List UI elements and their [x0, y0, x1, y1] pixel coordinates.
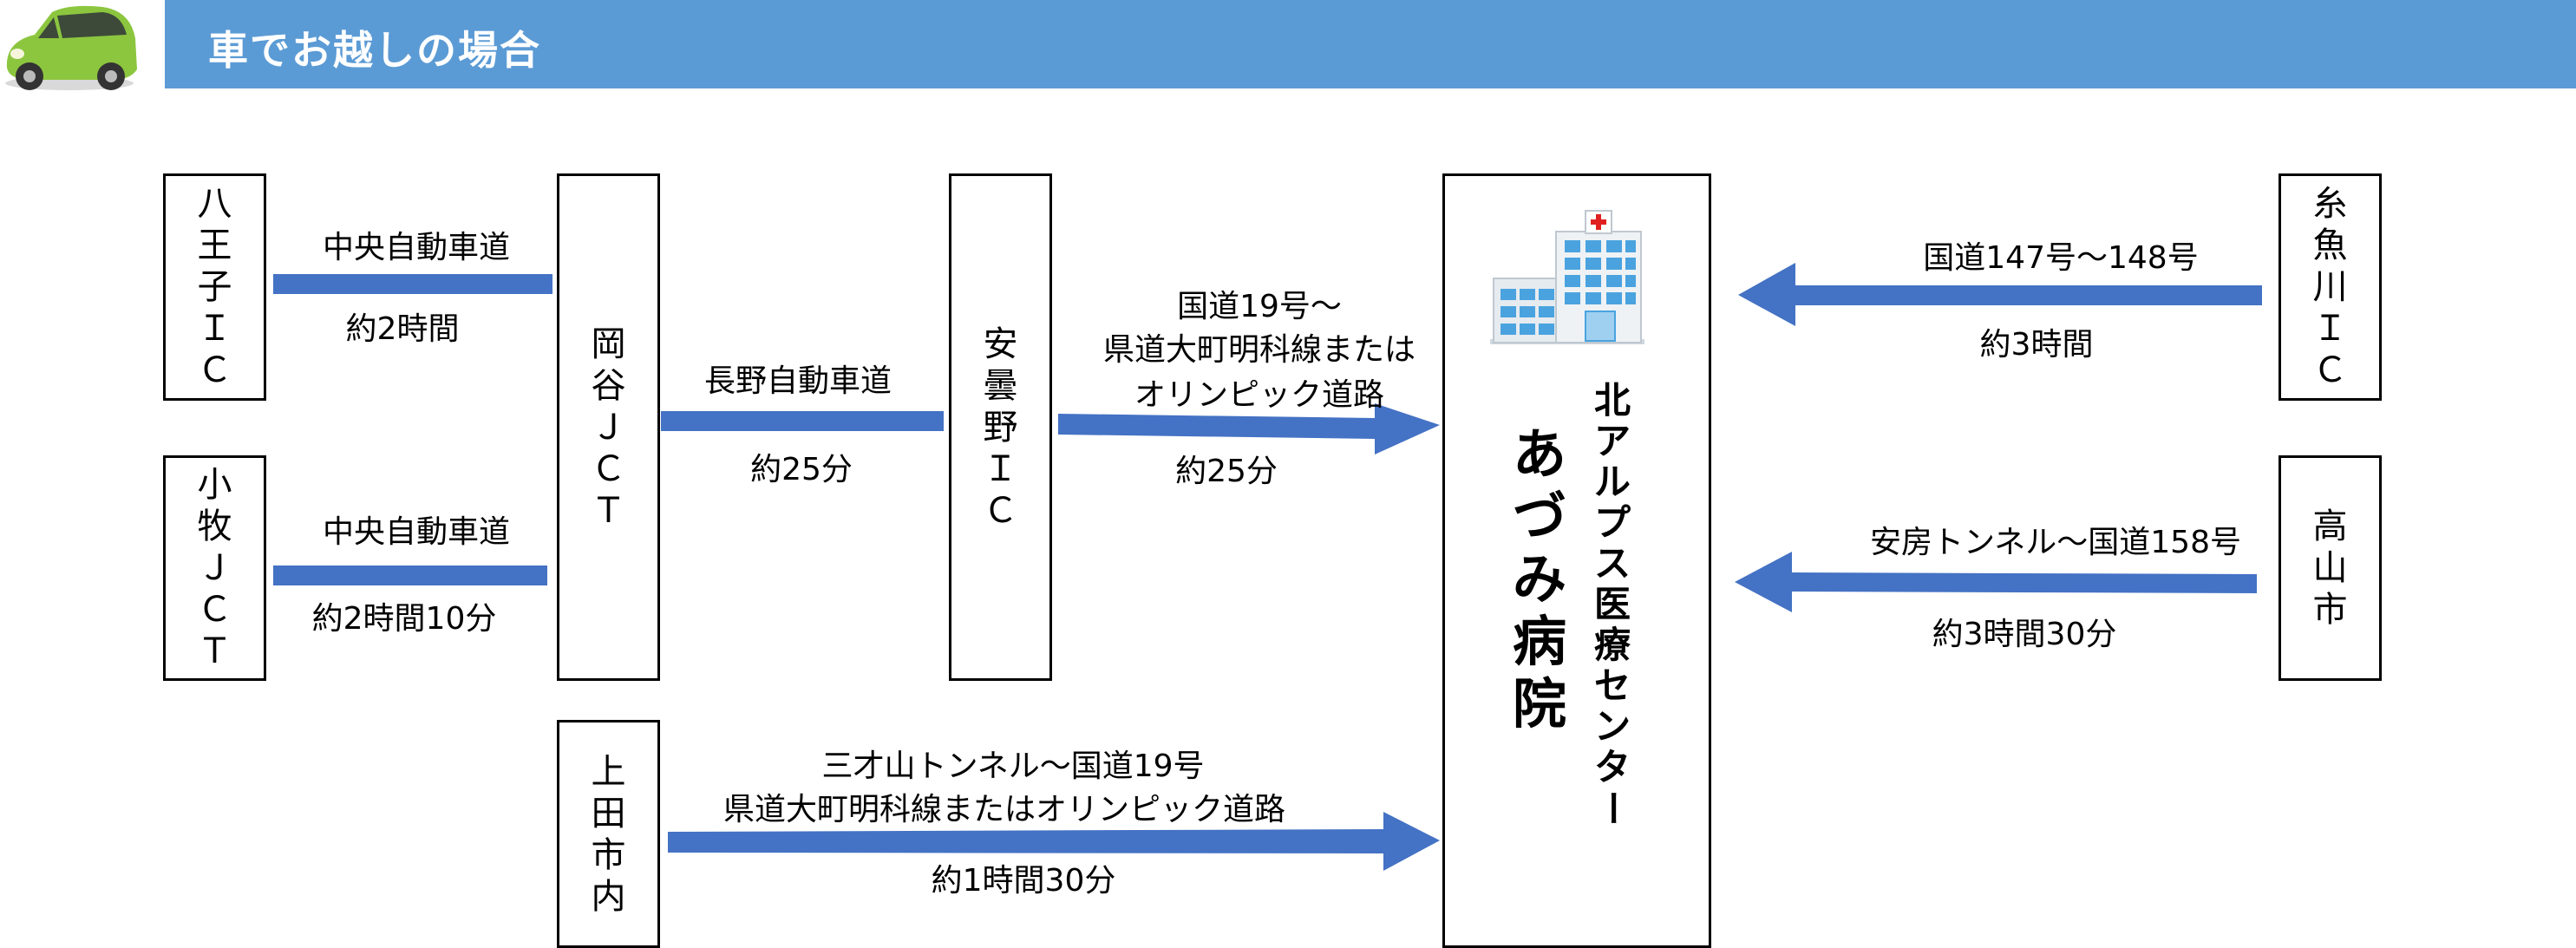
node-char: Ｉ: [197, 309, 232, 349]
node-char: 上: [591, 751, 626, 792]
node-char: Ｃ: [197, 590, 232, 630]
node-char: 山: [2312, 548, 2348, 588]
hospital-subtitle-char: プ: [1594, 501, 1631, 544]
node-char: Ｃ: [983, 490, 1018, 531]
hospital-name-char: 院: [1513, 672, 1567, 736]
node-char: 小: [197, 465, 232, 505]
hospital-subtitle-char: 医: [1594, 583, 1631, 625]
route-arrow-ueda: [668, 812, 1440, 871]
route-arrow-takayama: [1735, 552, 2257, 612]
route-road-azumino-3: オリンピック道路: [1134, 377, 1385, 413]
route-road-komaki: 中央自動車道: [322, 514, 511, 550]
route-line-okaya: [661, 411, 944, 431]
node-char: 市: [591, 834, 626, 875]
route-road-takayama: 安房トンネル～国道158号: [1870, 525, 2241, 560]
hospital-name: あ づ み 病 院: [1513, 423, 1566, 736]
node-char: 牧: [197, 507, 232, 546]
hospital-box: あ づ み 病 院 北 ア ル プ ス 医 療 セ ン タ ー: [1442, 173, 1711, 948]
car-icon: [5, 5, 138, 90]
route-line-hachioji: [273, 274, 552, 294]
hospital-subtitle-char: ス: [1594, 542, 1631, 585]
node-char: 市: [2312, 590, 2348, 630]
node-takayama: 高 山 市: [2279, 455, 2382, 681]
hospital-building-icon: [1490, 210, 1644, 344]
node-char: Ｃ: [2312, 350, 2348, 390]
node-komaki-jct: 小 牧 Ｊ Ｃ Ｔ: [163, 455, 266, 681]
route-road-hachioji: 中央自動車道: [322, 230, 511, 265]
node-char: 谷: [591, 365, 626, 406]
node-azumino-ic: 安 曇 野 Ｉ Ｃ: [949, 173, 1052, 681]
hospital-subtitle-char: ア: [1594, 420, 1631, 462]
node-char: 糸: [2312, 184, 2348, 224]
route-time-takayama: 約3時間30分: [1932, 617, 2117, 652]
node-char: 八: [197, 184, 232, 224]
route-road-ueda-2: 県道大町明科線またはオリンピック道路: [722, 792, 1286, 827]
node-char: Ｉ: [2312, 309, 2348, 349]
node-char: 高: [2312, 507, 2348, 546]
hospital-subtitle-char: ル: [1594, 461, 1631, 503]
route-time-ueda: 約1時間30分: [931, 863, 1116, 899]
node-itoigawa-ic: 糸 魚 川 Ｉ Ｃ: [2279, 173, 2382, 401]
node-char: 内: [591, 876, 626, 917]
node-char: 川: [2312, 267, 2348, 307]
hospital-subtitle: 北 ア ル プ ス 医 療 セ ン タ ー: [1591, 379, 1634, 828]
node-char: Ｊ: [591, 407, 626, 448]
node-char: Ｔ: [591, 490, 626, 531]
route-arrow-itoigawa: [1738, 263, 2262, 326]
route-time-okaya: 約25分: [750, 452, 853, 487]
node-char: Ｔ: [197, 631, 232, 671]
hospital-name-char: 病: [1513, 610, 1567, 673]
hospital-subtitle-char: ー: [1591, 789, 1634, 827]
hospital-name-char: あ: [1513, 422, 1567, 486]
node-char: 曇: [983, 365, 1018, 406]
node-char: 岡: [591, 324, 626, 364]
hospital-subtitle-char: ン: [1594, 705, 1631, 748]
node-char: Ｊ: [197, 548, 232, 588]
node-char: 子: [197, 267, 232, 307]
node-char: 田: [591, 793, 626, 834]
route-time-komaki: 約2時間10分: [311, 601, 497, 637]
route-road-itoigawa: 国道147号～148号: [1923, 240, 2199, 276]
page-title: 車でお越しの場合: [208, 27, 541, 74]
route-line-komaki: [273, 566, 547, 585]
route-time-hachioji: 約2時間: [345, 311, 460, 347]
node-char: 魚: [2312, 226, 2348, 265]
node-char: 安: [983, 324, 1018, 364]
node-ueda: 上 田 市 内: [557, 720, 660, 948]
route-road-ueda-1: 三才山トンネル～国道19号: [821, 749, 1205, 784]
node-char: Ｃ: [591, 448, 626, 489]
node-okaya-jct: 岡 谷 Ｊ Ｃ Ｔ: [557, 173, 660, 681]
node-hachioji-ic: 八 王 子 Ｉ Ｃ: [163, 173, 266, 401]
route-road-azumino-1: 国道19号～: [1177, 289, 1342, 324]
hospital-subtitle-char: 療: [1594, 624, 1631, 666]
header-bar: [165, 0, 2576, 88]
node-char: 野: [983, 407, 1018, 448]
route-time-itoigawa: 約3時間: [1979, 327, 2094, 363]
route-time-azumino: 約25分: [1175, 454, 1278, 489]
route-road-okaya: 長野自動車道: [703, 363, 892, 399]
hospital-name-char: み: [1513, 547, 1567, 611]
node-char: 王: [197, 226, 232, 265]
node-char: Ｉ: [983, 448, 1018, 489]
route-road-azumino-2: 県道大町明科線または: [1102, 332, 1416, 368]
node-char: Ｃ: [197, 350, 232, 390]
hospital-subtitle-char: セ: [1594, 664, 1631, 707]
hospital-subtitle-char: タ: [1594, 746, 1631, 788]
route-arrow-azumino: [1058, 403, 1440, 454]
hospital-name-char: づ: [1513, 485, 1567, 548]
hospital-subtitle-char: 北: [1594, 379, 1631, 422]
